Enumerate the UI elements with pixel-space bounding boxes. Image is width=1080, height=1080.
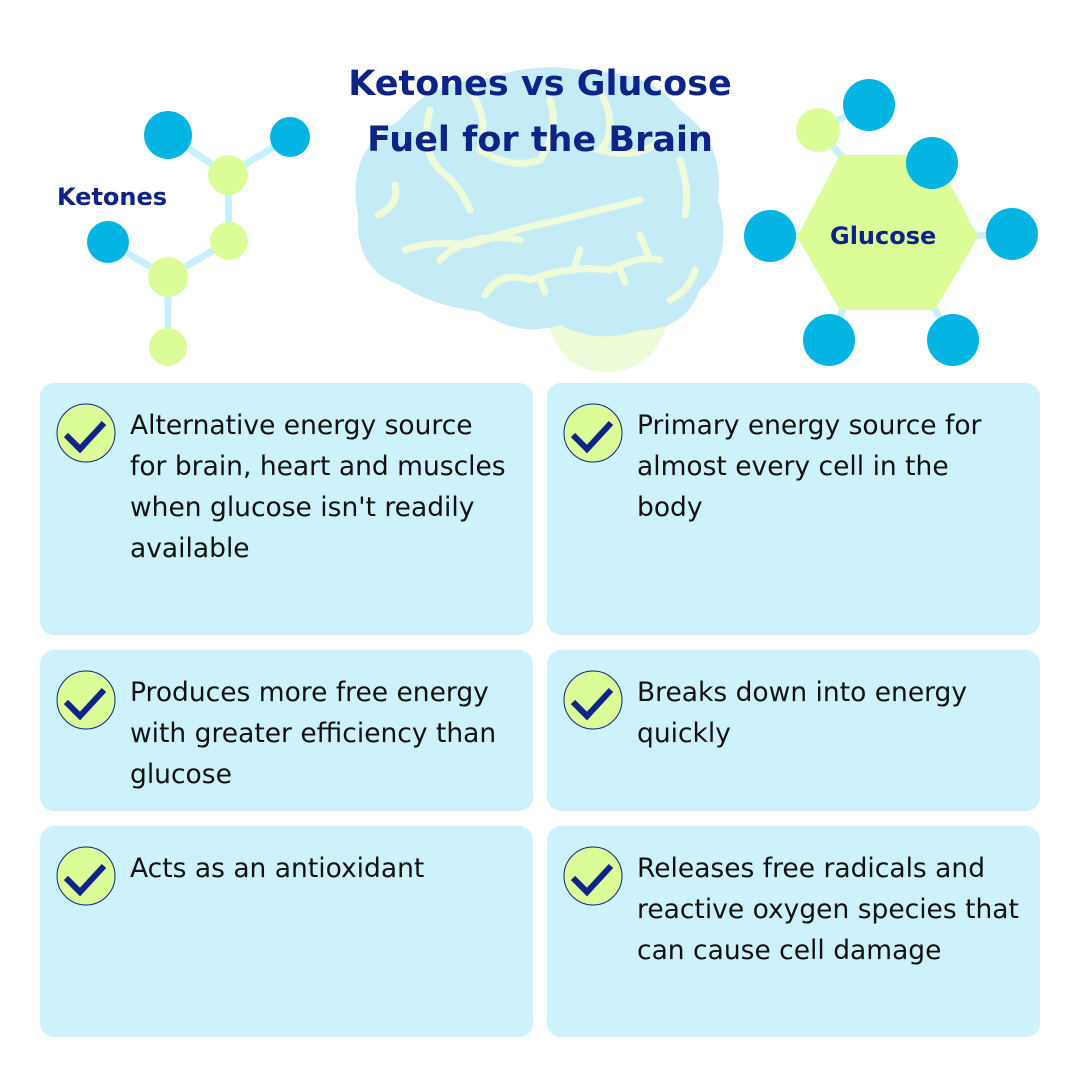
card-text: Acts as an antioxidant xyxy=(130,853,425,884)
glucose-card-1: Primary energy source for almost every c… xyxy=(547,383,1040,635)
checkmark-icon xyxy=(56,670,116,730)
ketones-card-2: Produces more free energy with greater e… xyxy=(40,650,533,811)
glucose-molecule xyxy=(744,79,1038,366)
checkmark-icon xyxy=(563,670,623,730)
page-title: Ketones vs Glucose Fuel for the Brain xyxy=(0,56,1080,168)
card-text: Alternative energy source for brain, hea… xyxy=(130,410,506,564)
title-line-2: Fuel for the Brain xyxy=(367,120,713,160)
checkmark-icon xyxy=(56,403,116,463)
card-text: Breaks down into energy quickly xyxy=(637,677,968,749)
card-text: Produces more free energy with greater e… xyxy=(130,677,497,790)
ketones-card-1: Alternative energy source for brain, hea… xyxy=(40,383,533,635)
title-line-1: Ketones vs Glucose xyxy=(348,64,732,104)
glucose-label: Glucose xyxy=(830,222,937,250)
illustrations xyxy=(87,67,1038,372)
checkmark-icon xyxy=(563,846,623,906)
ketones-card-3: Acts as an antioxidant xyxy=(40,826,533,1037)
glucose-card-3: Releases free radicals and reactive oxyg… xyxy=(547,826,1040,1037)
ketones-label: Ketones xyxy=(57,183,168,211)
brain-illustration xyxy=(355,67,724,372)
glucose-card-2: Breaks down into energy quickly xyxy=(547,650,1040,811)
card-text: Primary energy source for almost every c… xyxy=(637,410,982,523)
checkmark-icon xyxy=(56,846,116,906)
checkmark-icon xyxy=(563,403,623,463)
card-text: Releases free radicals and reactive oxyg… xyxy=(637,853,1019,966)
ketones-molecule xyxy=(87,111,310,366)
